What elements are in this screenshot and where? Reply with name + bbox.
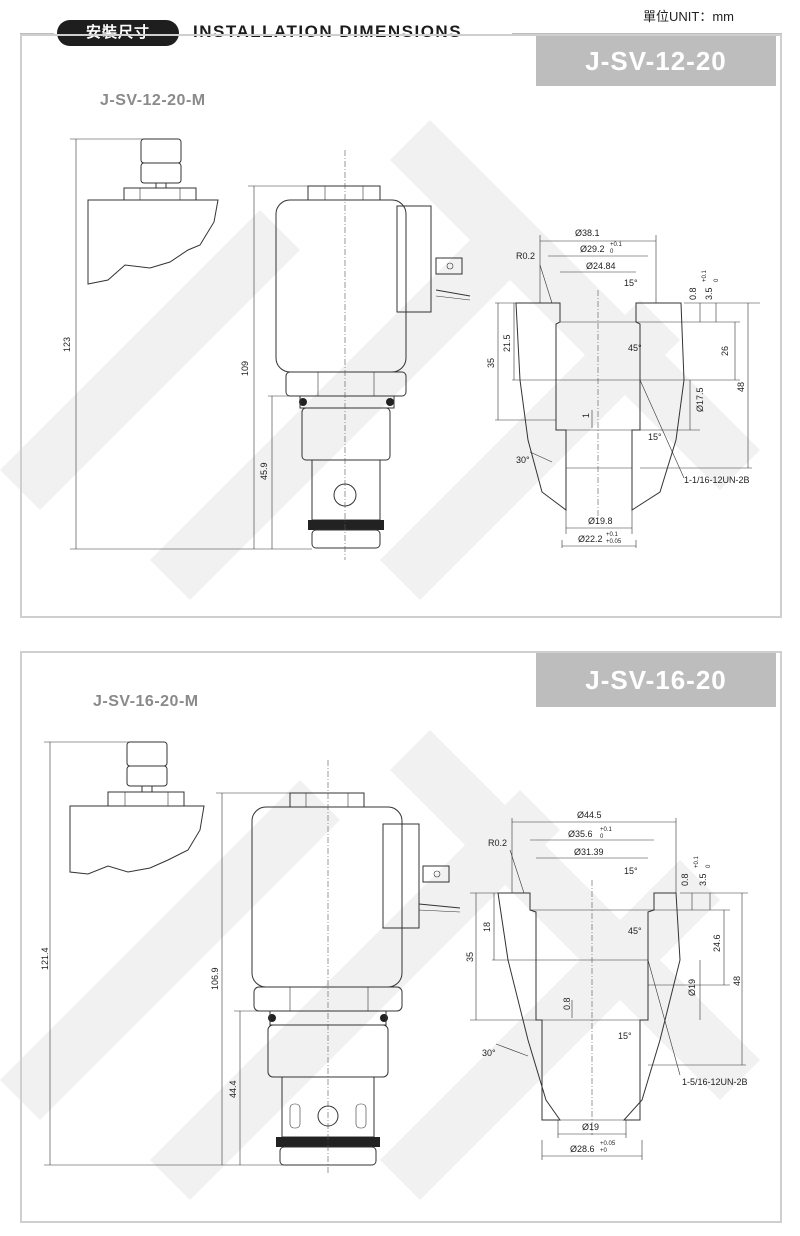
dim-d5-12: Ø19.8 bbox=[588, 516, 613, 526]
dim-step-12: 1 bbox=[581, 413, 591, 418]
dim-d3-16: Ø31.39 bbox=[574, 847, 604, 857]
dim-h3-12: 26 bbox=[720, 346, 730, 356]
header-title: INSTALLATION DIMENSIONS bbox=[193, 22, 463, 41]
dim-angle-bottom-16: 30° bbox=[482, 1048, 496, 1058]
dim-depth-b-16: 3.5 bbox=[698, 873, 708, 886]
dim-body-height-12: 109 bbox=[240, 361, 250, 376]
dim-angle-top-12: 15° bbox=[624, 278, 638, 288]
dim-angle-low-16: 15° bbox=[618, 1031, 632, 1041]
sub-model-title-16: J-SV-16-20-M bbox=[93, 693, 199, 710]
dim-body-height-16: 106.9 bbox=[210, 967, 220, 990]
dim-h2-12: 35 bbox=[486, 358, 496, 368]
dim-cartridge-height-12: 45.9 bbox=[259, 462, 269, 480]
dim-thread-12: 1-1/16-12UN-2B bbox=[684, 475, 750, 485]
dim-cartridge-height-16: 44.4 bbox=[228, 1080, 238, 1098]
dim-h4-16: 48 bbox=[732, 976, 742, 986]
dim-d3-12: Ø24.84 bbox=[586, 261, 616, 271]
dim-depth-a-16: 0.8 bbox=[680, 873, 690, 886]
model-title-12: J-SV-12-20 bbox=[536, 36, 776, 86]
dim-depth-b-tol-up-12: +0.1 bbox=[702, 269, 708, 282]
dim-angle-mid-16: 45° bbox=[628, 926, 642, 936]
manual-override-knob-16 bbox=[69, 741, 205, 875]
dim-depth-a-12: 0.8 bbox=[688, 287, 698, 300]
dim-angle-low-12: 15° bbox=[648, 432, 662, 442]
unit-label: 單位UNIT：mm bbox=[643, 9, 734, 24]
dim-d6-tol-up-16: +0.05 bbox=[600, 1141, 616, 1147]
dim-d2-tol-dn-12: 0 bbox=[610, 249, 614, 255]
section-frame-16 bbox=[20, 651, 782, 1223]
dim-step-16: 0.8 bbox=[562, 997, 572, 1010]
dim-d2-tol-up-12: +0.1 bbox=[610, 242, 623, 248]
solenoid-valve-12 bbox=[275, 150, 471, 560]
dim-angle-mid-12: 45° bbox=[628, 343, 642, 353]
cavity-section-16 bbox=[470, 818, 748, 1160]
dim-depth-b-12: 3.5 bbox=[704, 287, 714, 300]
dim-d2-16: Ø35.6 bbox=[568, 829, 593, 839]
dim-d2-tol-up-16: +0.1 bbox=[600, 827, 613, 833]
dim-h4-12: 48 bbox=[736, 382, 746, 392]
dim-h3-16: 24.6 bbox=[712, 934, 722, 952]
dim-depth-b-tol-dn-12: 0 bbox=[714, 278, 720, 282]
manual-override-knob-12 bbox=[87, 138, 219, 285]
dim-d2-12: Ø29.2 bbox=[580, 244, 605, 254]
dim-d6-tol-up-12: +0.1 bbox=[606, 532, 619, 538]
dim-h2-16: 35 bbox=[465, 952, 475, 962]
dim-angle-top-16: 15° bbox=[624, 866, 638, 876]
dim-depth-b-tol-dn-16: 0 bbox=[706, 864, 712, 868]
dim-h1-16: 18 bbox=[482, 922, 492, 932]
dim-d6-16: Ø28.6 bbox=[570, 1144, 595, 1154]
dim-d6-tol-dn-12: +0.05 bbox=[606, 539, 622, 545]
dim-total-height-12: 123 bbox=[62, 337, 72, 352]
sub-model-title-12: J-SV-12-20-M bbox=[100, 92, 206, 109]
dim-depth-b-tol-up-16: +0.1 bbox=[694, 855, 700, 868]
cavity-section-12 bbox=[495, 235, 760, 548]
dim-d2-tol-dn-16: 0 bbox=[600, 834, 604, 840]
valve-dimensions-12 bbox=[70, 138, 312, 550]
dim-d6-tol-dn-16: +0 bbox=[600, 1148, 608, 1154]
valve-dimensions-16 bbox=[44, 741, 290, 1166]
header-badge: 安裝尺寸 bbox=[57, 20, 179, 46]
dim-radius-16: R0.2 bbox=[488, 838, 507, 848]
solenoid-valve-16 bbox=[251, 760, 461, 1175]
model-title-16: J-SV-16-20 bbox=[536, 653, 776, 707]
dim-d5-16: Ø19 bbox=[582, 1122, 599, 1132]
dim-thread-16: 1-5/16-12UN-2B bbox=[682, 1077, 748, 1087]
dim-d4-16: Ø19 bbox=[687, 979, 697, 996]
dim-h1-12: 21.5 bbox=[502, 334, 512, 352]
dim-angle-bottom-12: 30° bbox=[516, 455, 530, 465]
dim-d1-12: Ø38.1 bbox=[575, 228, 600, 238]
section-frame-12 bbox=[20, 34, 782, 618]
dim-radius-12: R0.2 bbox=[516, 251, 535, 261]
dim-d6-12: Ø22.2 bbox=[578, 534, 603, 544]
dim-d1-16: Ø44.5 bbox=[577, 810, 602, 820]
dim-d4-12: Ø17.5 bbox=[695, 387, 705, 412]
dim-total-height-16: 121.4 bbox=[40, 947, 50, 970]
